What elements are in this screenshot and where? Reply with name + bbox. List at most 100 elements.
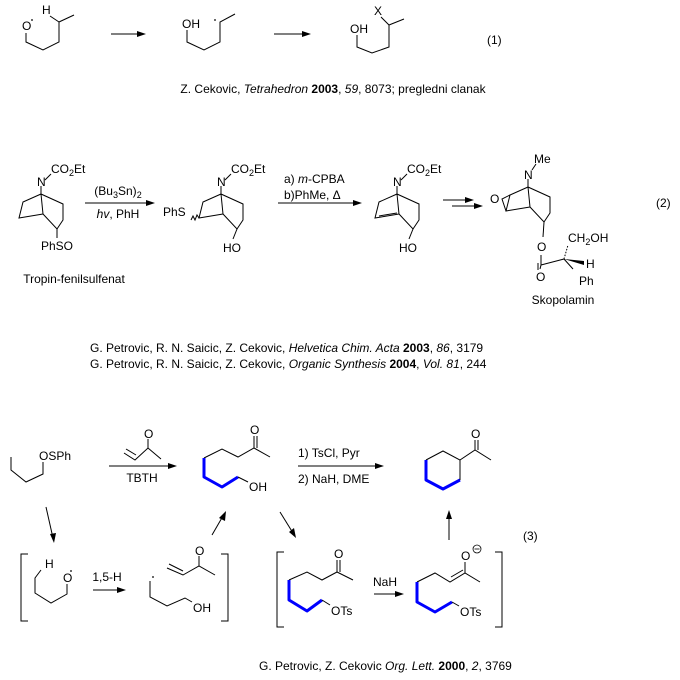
hshift-label: 1,5-H (92, 570, 121, 584)
text-segment: , (430, 341, 437, 355)
line-segment (146, 200, 155, 206)
intermediate-bracket-1: H O 1,5-H O OH (20, 544, 229, 622)
ph-label: Ph (579, 274, 594, 288)
new-bond-highlight (202, 458, 239, 489)
line-segment (446, 510, 452, 519)
arrow (85, 200, 155, 206)
text-segment: 2 (137, 190, 142, 200)
line-segment (289, 528, 296, 538)
arrow (279, 511, 296, 538)
bond (451, 601, 460, 607)
line-segment (276, 551, 284, 628)
epoxide-bond (501, 194, 511, 212)
atom-o: O (63, 571, 72, 585)
arrow (111, 31, 146, 37)
text-segment: CH (568, 231, 585, 245)
bond (40, 186, 64, 230)
reagent-nah-dme: 2) NaH, DME (298, 472, 369, 486)
arrow (109, 463, 177, 469)
line-segment (474, 203, 483, 209)
text-segment: Org. (385, 659, 408, 673)
bond (123, 447, 162, 461)
text-segment: 2 (425, 168, 430, 178)
co2et-label: CO2Et (231, 162, 266, 178)
atom-h: H (45, 557, 54, 571)
atom-n: N (524, 168, 533, 182)
atom-o: O (334, 547, 343, 561)
text-segment: 2 (585, 237, 590, 247)
text-segment: 2003 (403, 341, 430, 355)
line-segment (495, 551, 503, 628)
scheme-number: (3) (523, 529, 538, 543)
line-segment (219, 511, 226, 521)
bond (356, 18, 405, 54)
text-segment: 3 (113, 190, 118, 200)
bond (49, 15, 60, 23)
hydroxy-ketone: O OH (202, 423, 271, 494)
bond (396, 186, 420, 230)
radical-dot (70, 570, 72, 572)
ho-label: HO (399, 241, 417, 255)
atom-o: O (195, 544, 204, 558)
text-segment: Et (430, 162, 442, 176)
bond (288, 571, 354, 581)
text-segment: , 8073; pregledni clanak (358, 82, 486, 96)
reference: G. Petrovic, Z. Cekovic Org. Lett. 2000,… (259, 659, 512, 673)
reagent-hv-phh: hv, PhH (97, 207, 140, 221)
oh-label: OH (249, 480, 267, 494)
new-bond-highlight (415, 582, 453, 614)
text-segment: OH (590, 231, 608, 245)
atom-oh: OH (182, 17, 200, 31)
text-segment: -CPBA (308, 172, 345, 186)
bond (459, 449, 492, 461)
radical-dot (31, 19, 33, 21)
bond (25, 14, 75, 51)
arrow (278, 200, 362, 206)
bond (540, 258, 565, 266)
co2et-label: CO2Et (51, 162, 86, 178)
acetylcyclohexane: O (424, 427, 492, 491)
text-segment: Sn) (118, 184, 137, 198)
line-segment (50, 533, 56, 543)
arrow (211, 511, 226, 536)
text-segment: Et (74, 162, 86, 176)
arrow (446, 510, 452, 540)
new-bond-highlight (287, 580, 323, 613)
ho-label: HO (223, 241, 241, 255)
oh-label: OH (193, 601, 211, 615)
atom-x: X (374, 4, 382, 18)
phenylthio-tropane: N CO2Et PhS HO (163, 162, 266, 255)
text-segment: G. Petrovic, R. N. Saicic, Z. Cekovic, (90, 341, 289, 355)
bond (563, 258, 574, 270)
line-segment (279, 511, 294, 534)
line-segment (353, 200, 362, 206)
reference: Z. Cekovic, Tetrahedron 2003, 59, 8073; … (180, 82, 486, 96)
ester-o: O (537, 240, 546, 254)
reagent-tbth: TBTH (126, 471, 157, 485)
epoxide-o: O (490, 192, 499, 206)
bond (505, 186, 531, 212)
reference: G. Petrovic, R. N. Saicic, Z. Cekovic, O… (90, 357, 487, 371)
text-segment: 2 (471, 659, 479, 673)
bond (400, 173, 408, 181)
bond (232, 228, 238, 240)
bond (374, 193, 400, 219)
radical-dot (214, 19, 216, 21)
bond (425, 450, 461, 480)
hashed-bond (563, 244, 569, 260)
atom-o: O (144, 427, 153, 441)
bond (198, 193, 224, 219)
me-label: Me (534, 152, 551, 166)
intermediate-bracket-2: O OTs NaH O OTs (276, 544, 503, 628)
reagent-phme-heat: b)PhMe, Δ (284, 188, 341, 202)
text-segment: Z. Cekovic, (180, 82, 243, 96)
bond (149, 581, 193, 607)
text-segment: , 244 (460, 357, 487, 371)
carbon-radical: OH (182, 13, 236, 51)
text-segment: 2 (69, 168, 74, 178)
text-segment: , 3179 (450, 341, 484, 355)
bond (527, 179, 551, 223)
bond (237, 476, 249, 483)
line-segment (302, 31, 311, 37)
text-segment: , (465, 659, 472, 673)
